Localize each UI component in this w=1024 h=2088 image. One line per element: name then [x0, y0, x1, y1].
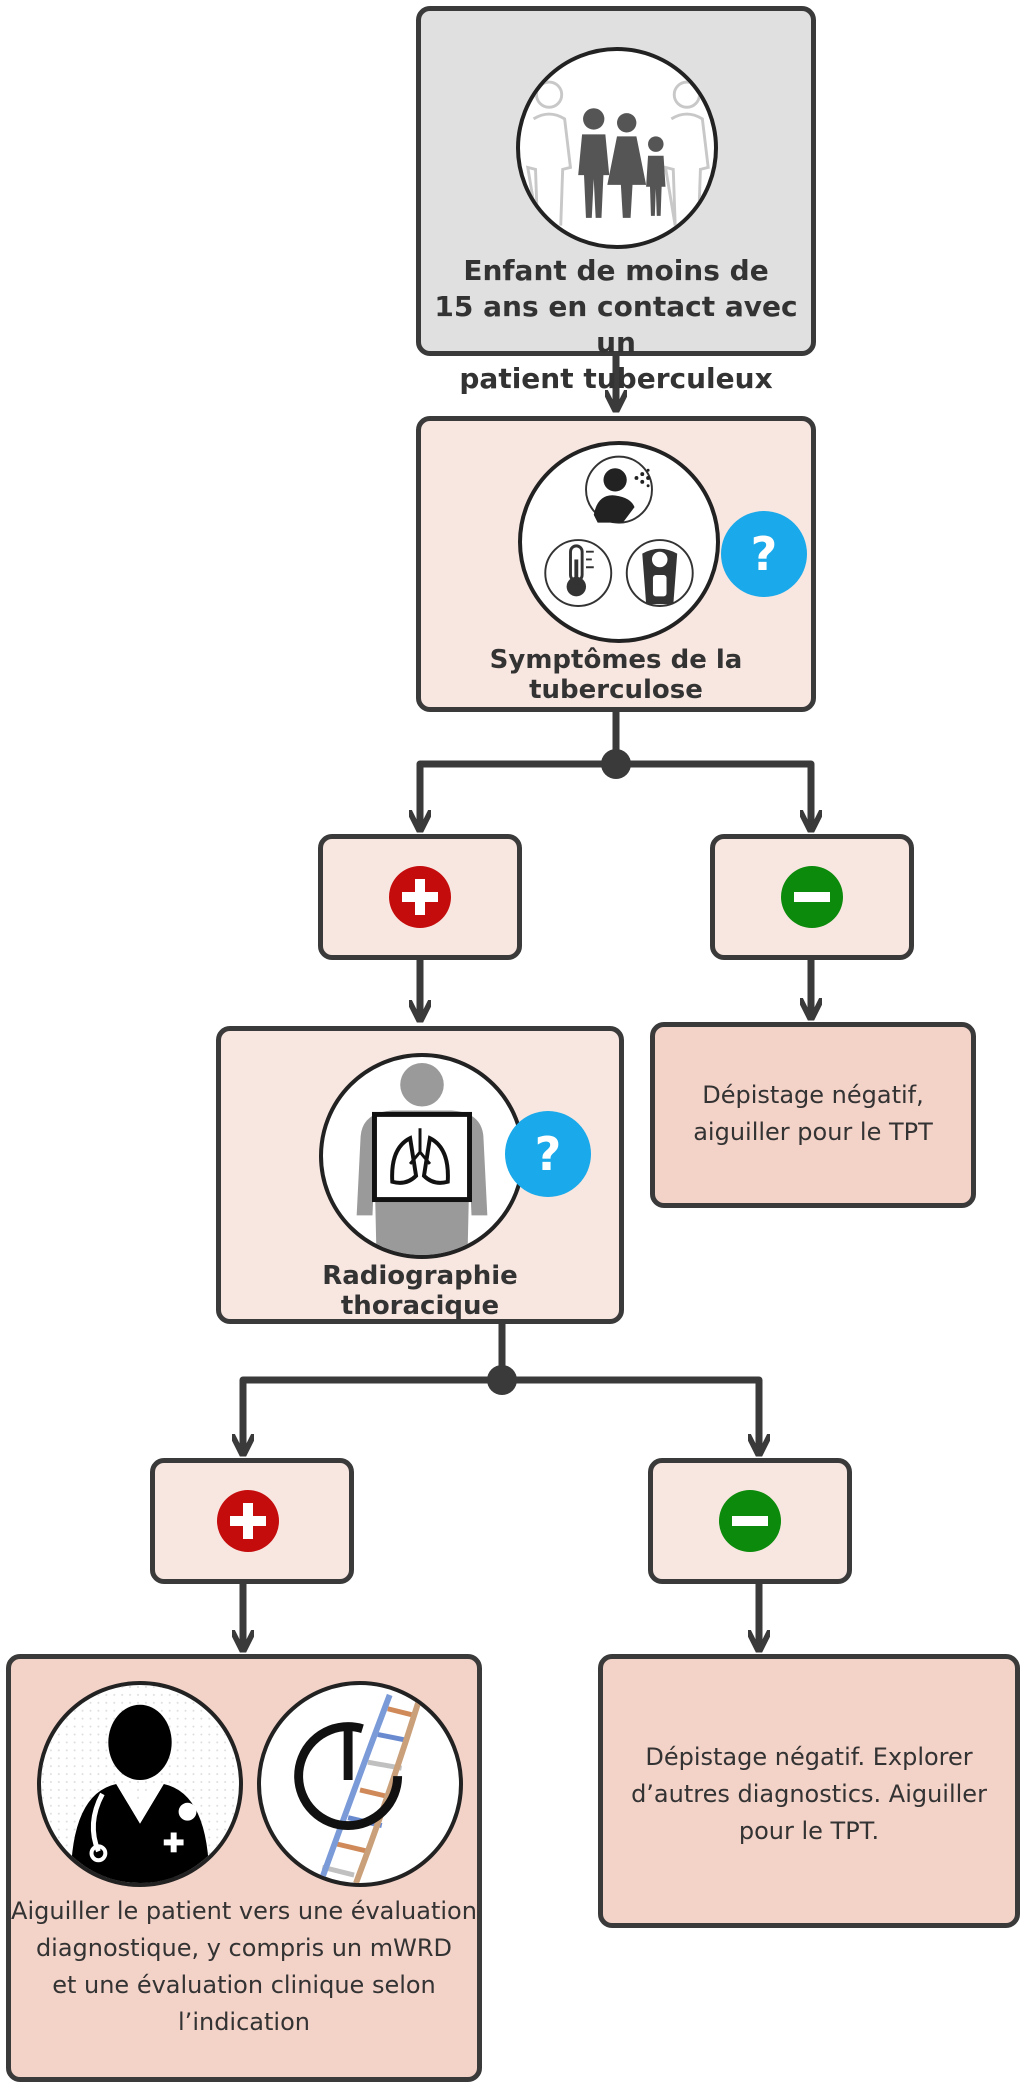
start-text-line-1: Enfant de moins de	[463, 254, 769, 287]
xray-box: ? Radiographie thoracique	[216, 1026, 624, 1324]
junction-dot-xray	[487, 1365, 517, 1395]
doctor-icon	[37, 1681, 243, 1887]
xray-text-line-1: Radiographie	[322, 1261, 518, 1291]
negative-result-box-1: Dépistage négatif, aiguiller pour le TPT	[650, 1022, 976, 1208]
cough-icon	[585, 455, 653, 524]
junction-dot-symptoms	[601, 749, 631, 779]
minus-icon	[719, 1490, 781, 1552]
arrow-to-negative1	[612, 760, 811, 828]
start-text-line-3: patient tuberculeux	[459, 362, 773, 395]
symptoms-text-line-2: tuberculose	[529, 675, 703, 705]
start-text-line-2: 15 ans en contact avec un	[434, 290, 798, 359]
referral-text-line-4: l’indication	[178, 2008, 310, 2036]
start-box: Enfant de moins de 15 ans en contact ave…	[416, 6, 816, 395]
negative2-text-line-1: Dépistage négatif. Explorer	[645, 1743, 973, 1771]
negative-box-symptoms	[710, 834, 914, 960]
negative2-text-line-3: pour le TPT.	[738, 1817, 880, 1845]
arrow-to-positive1	[420, 760, 620, 828]
minus-icon	[781, 866, 843, 928]
referral-text-line-3: et une évaluation clinique selon	[52, 1971, 436, 1999]
xray-text-line-2: thoracique	[340, 1291, 500, 1321]
thermometer-icon	[544, 539, 613, 607]
symptoms-box: ? Symptômes de la tuberculose	[416, 416, 816, 712]
arrow-to-positive2	[243, 1376, 506, 1452]
chest-xray-icon	[319, 1053, 525, 1259]
xray-help-icon[interactable]: ?	[505, 1111, 591, 1197]
referral-box: Aiguiller le patient vers une évaluation…	[6, 1654, 482, 2082]
symptoms-icon-group	[518, 441, 720, 643]
referral-text-line-2: diagnostique, y compris un mWRD	[35, 1934, 453, 1962]
negative-result-box-2: Dépistage négatif. Explorer d’autres dia…	[598, 1654, 1020, 1928]
symptoms-text-line-1: Symptômes de la	[489, 645, 743, 675]
weight-scale-icon	[625, 539, 694, 607]
negative-box-xray	[648, 1458, 852, 1584]
plus-icon	[217, 1490, 279, 1552]
dna-test-icon	[257, 1681, 463, 1887]
family-icon	[516, 47, 718, 249]
positive-box-symptoms	[318, 834, 522, 960]
plus-icon	[389, 866, 451, 928]
negative2-text-line-2: d’autres diagnostics. Aiguiller	[631, 1780, 987, 1808]
positive-box-xray	[150, 1458, 354, 1584]
negative1-text-line-1: Dépistage négatif,	[702, 1081, 924, 1109]
referral-text-line-1: Aiguiller le patient vers une évaluation	[11, 1897, 477, 1925]
negative1-text-line-2: aiguiller pour le TPT	[693, 1118, 933, 1146]
arrow-to-negative2	[498, 1376, 759, 1452]
symptoms-help-icon[interactable]: ?	[721, 511, 807, 597]
